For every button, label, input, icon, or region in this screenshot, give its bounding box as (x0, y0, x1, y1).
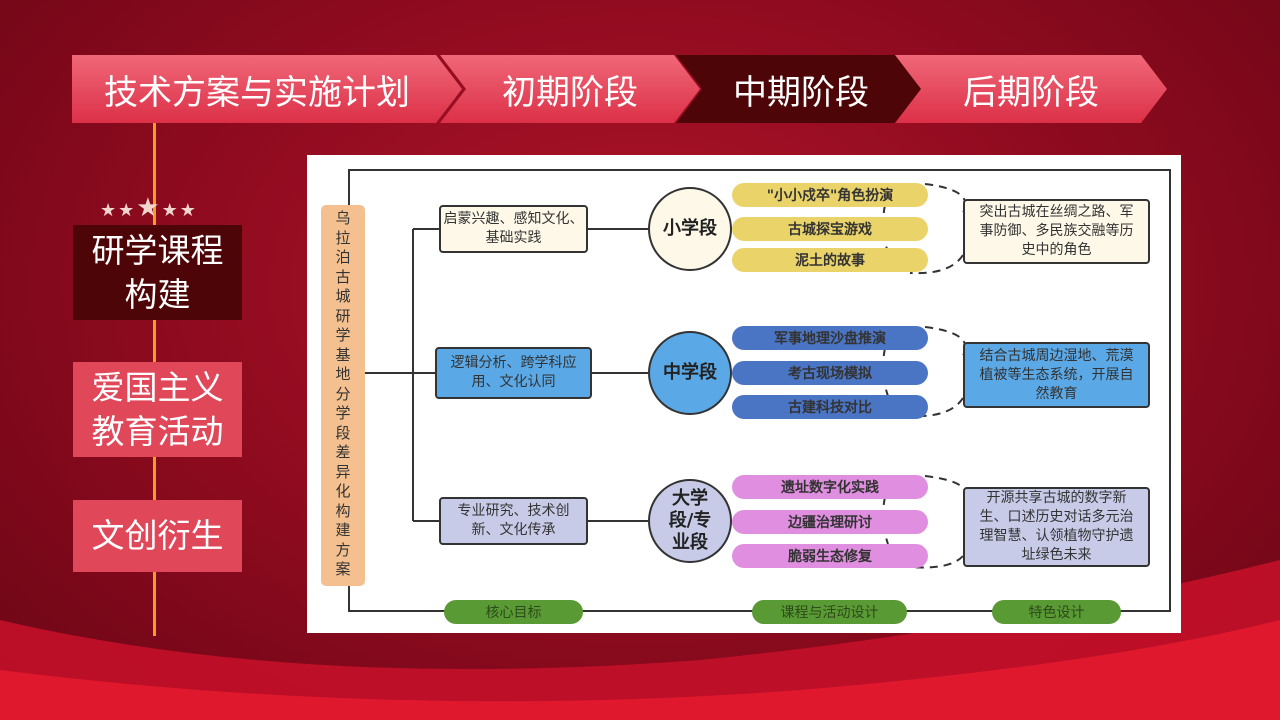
sidebar-item-label: 文创衍生 (91, 516, 224, 555)
tab-late-stage[interactable]: 后期阶段 (895, 55, 1167, 123)
tab-label: 技术方案与实施计划 (104, 72, 410, 113)
sidebar-item-creative[interactable]: 文创衍生 (73, 500, 242, 572)
tab-tech-plan[interactable]: 技术方案与实施计划 (72, 55, 462, 123)
sidebar-item-curriculum[interactable]: 研学课程构建 (73, 225, 242, 320)
feature-box-university: 开源共享古城的数字新生、口述历史对话多元治理智慧、认领植物守护遗址绿色未来 (963, 487, 1150, 567)
activity-pill: 脆弱生态修复 (732, 544, 928, 568)
diagram-title: 乌拉泊古城研学基地分学段差异化构建方案 (321, 205, 365, 586)
activity-pill: "小小戍卒"角色扮演 (732, 183, 928, 207)
goal-box-university: 专业研究、技术创新、文化传承 (439, 497, 588, 545)
activity-pill: 军事地理沙盘推演 (732, 326, 928, 350)
sidebar-item-label: 研学课程构建 (91, 230, 224, 314)
sidebar-item-label: 爱国主义教育活动 (91, 367, 224, 451)
tab-label: 初期阶段 (502, 72, 638, 113)
feature-box-primary: 突出古城在丝绸之路、军事防御、多民族交融等历史中的角色 (963, 199, 1150, 264)
sidebar-item-patriotic[interactable]: 爱国主义教育活动 (73, 362, 242, 457)
footer-label-course-design: 课程与活动设计 (752, 600, 907, 624)
activity-pill: 边疆治理研讨 (732, 510, 928, 534)
red-ribbon-decoration (0, 560, 1280, 720)
feature-box-middle: 结合古城周边湿地、荒漠植被等生态系统，开展自然教育 (963, 342, 1150, 408)
goal-box-primary: 启蒙兴趣、感知文化、基础实践 (439, 205, 588, 253)
activity-pill: 考古现场模拟 (732, 361, 928, 385)
footer-label-feature-design: 特色设计 (992, 600, 1121, 624)
goal-box-middle: 逻辑分析、跨学科应用、文化认同 (435, 347, 592, 399)
tab-label: 后期阶段 (963, 72, 1099, 113)
stage-circle-university: 大学段/专业段 (648, 479, 732, 563)
stage-circle-primary: 小学段 (648, 187, 732, 271)
footer-label-core-goal: 核心目标 (444, 600, 583, 624)
activity-pill: 遗址数字化实践 (732, 475, 928, 499)
tab-early-stage[interactable]: 初期阶段 (440, 55, 700, 123)
activity-pill: 泥土的故事 (732, 248, 928, 272)
stars-icon: ★★★★★ (100, 193, 198, 223)
tab-label: 中期阶段 (733, 72, 869, 113)
stage-circle-middle: 中学段 (648, 331, 732, 415)
tab-mid-stage[interactable]: 中期阶段 (676, 55, 926, 123)
activity-pill: 古建科技对比 (732, 395, 928, 419)
activity-pill: 古城探宝游戏 (732, 217, 928, 241)
